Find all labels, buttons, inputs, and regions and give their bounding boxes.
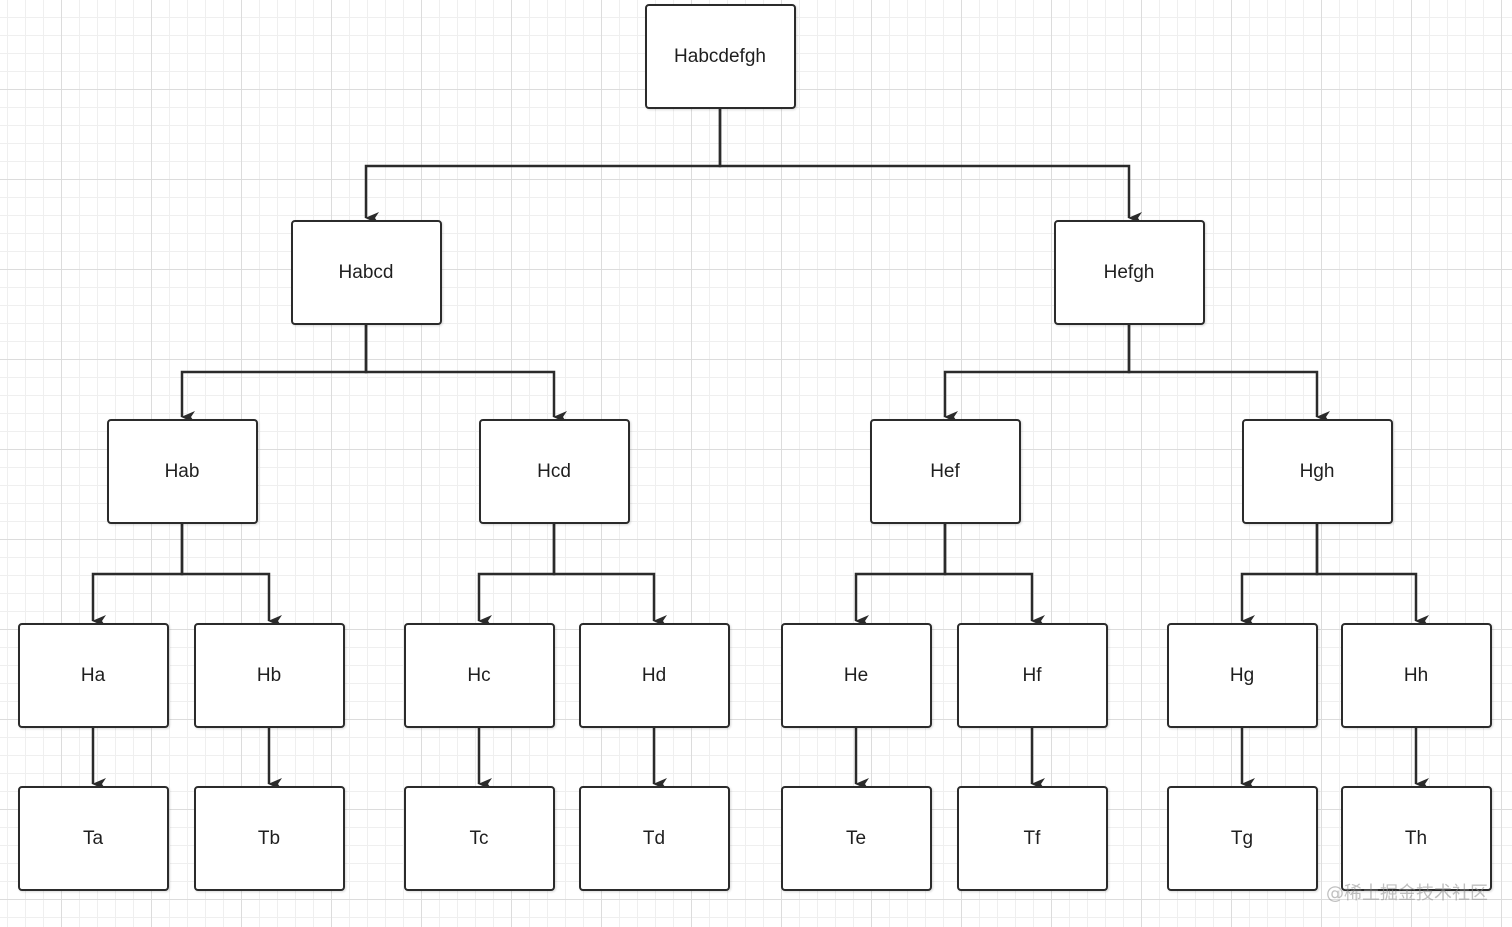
edge-hcd-to-hd (552, 524, 667, 627)
node-habcd[interactable]: Habcd (290, 220, 442, 325)
node-th[interactable]: Th (1340, 786, 1492, 891)
node-tg[interactable]: Tg (1166, 786, 1318, 891)
node-label: Hcd (537, 460, 571, 482)
node-label: Ha (80, 664, 106, 686)
node-hg[interactable]: Hg (1166, 623, 1318, 728)
edge-habcdefgh-to-hefgh (718, 109, 1142, 224)
node-label: Tb (257, 827, 281, 849)
node-label: Habcd (338, 261, 394, 283)
node-label: Te (845, 827, 867, 849)
node-ta[interactable]: Ta (17, 786, 169, 891)
node-hf[interactable]: Hf (956, 623, 1108, 728)
node-label: Ta (82, 827, 104, 849)
edge-hab-to-ha (91, 524, 184, 627)
node-td[interactable]: Td (578, 786, 730, 891)
node-label: He (843, 664, 869, 686)
node-hh[interactable]: Hh (1340, 623, 1492, 728)
node-habcdefgh[interactable]: Habcdefgh (644, 4, 796, 109)
node-label: Hf (1022, 664, 1042, 686)
node-hc[interactable]: Hc (403, 623, 555, 728)
node-hef[interactable]: Hef (869, 419, 1021, 524)
edge-hef-to-he (854, 524, 947, 627)
node-hab[interactable]: Hab (106, 419, 258, 524)
edge-habcd-to-hab (180, 325, 368, 423)
node-tf[interactable]: Tf (956, 786, 1108, 891)
node-label: Hh (1403, 664, 1429, 686)
node-label: Hef (930, 460, 960, 482)
edge-habcdefgh-to-habcd (364, 109, 722, 224)
edge-hcd-to-hc (477, 524, 556, 627)
node-label: Hc (467, 664, 491, 686)
node-hb[interactable]: Hb (193, 623, 345, 728)
node-hcd[interactable]: Hcd (478, 419, 630, 524)
node-label: Hgh (1299, 460, 1335, 482)
node-label: Hefgh (1103, 261, 1155, 283)
node-hgh[interactable]: Hgh (1241, 419, 1393, 524)
edge-hgh-to-hh (1315, 524, 1429, 627)
edge-hef-to-hf (943, 524, 1045, 627)
node-label: Hg (1229, 664, 1255, 686)
node-te[interactable]: Te (780, 786, 932, 891)
node-label: Tc (469, 827, 489, 849)
edge-habcd-to-hcd (364, 325, 567, 423)
node-label: Hab (164, 460, 200, 482)
edge-hefgh-to-hef (943, 325, 1131, 423)
watermark-text: @稀土掘金技术社区 (1326, 883, 1488, 904)
node-hefgh[interactable]: Hefgh (1053, 220, 1205, 325)
node-hd[interactable]: Hd (578, 623, 730, 728)
node-tb[interactable]: Tb (193, 786, 345, 891)
node-label: Habcdefgh (674, 45, 766, 67)
edge-hab-to-hb (180, 524, 282, 627)
node-label: Tg (1230, 827, 1254, 849)
node-label: Th (1404, 827, 1428, 849)
node-he[interactable]: He (780, 623, 932, 728)
edge-hefgh-to-hgh (1127, 325, 1330, 423)
node-label: Hb (256, 664, 282, 686)
node-tc[interactable]: Tc (403, 786, 555, 891)
node-label: Td (642, 827, 666, 849)
node-ha[interactable]: Ha (17, 623, 169, 728)
edge-hgh-to-hg (1240, 524, 1319, 627)
node-label: Tf (1023, 827, 1041, 849)
node-label: Hd (641, 664, 667, 686)
